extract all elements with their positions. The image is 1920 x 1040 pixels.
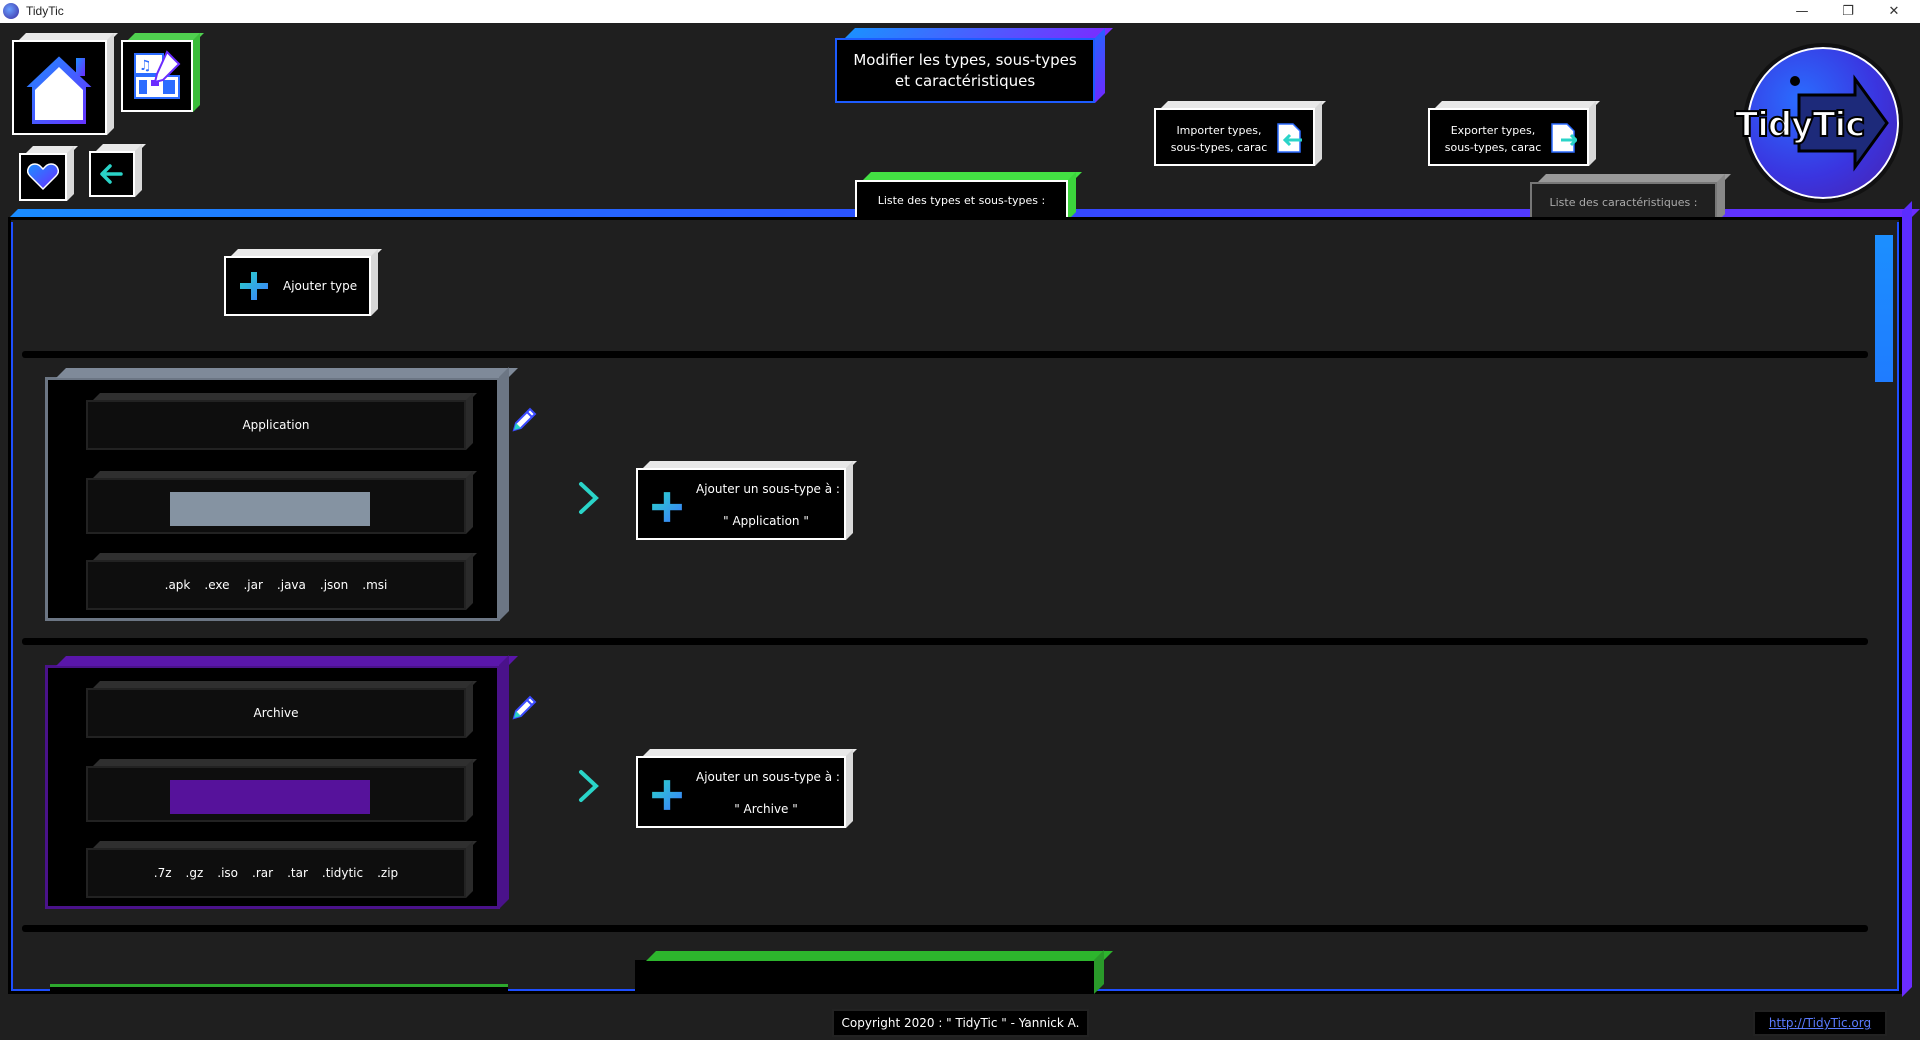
add-subtype-label: Ajouter un sous-type à : <box>696 482 840 496</box>
edit-pencil-icon[interactable] <box>508 692 540 724</box>
close-button[interactable]: ✕ <box>1888 4 1900 19</box>
color-swatch[interactable] <box>170 780 370 814</box>
copyright-text: Copyright 2020 : " TidyTic " - Yannick A… <box>832 1009 1089 1037</box>
extension-item: .json <box>319 578 349 592</box>
edit-pencil-icon[interactable] <box>508 404 540 436</box>
type-name-field[interactable]: Archive <box>86 688 466 738</box>
plus-icon <box>240 272 268 300</box>
add-subtype-button-application[interactable]: Ajouter un sous-type à : " Application " <box>636 468 846 540</box>
extension-item: .iso <box>217 866 239 880</box>
type-extensions-field[interactable]: .apk .exe .jar .java .json .msi <box>86 560 466 610</box>
add-subtype-label: Ajouter un sous-type à : <box>696 770 840 784</box>
type-card-application: Application .apk .exe .jar .java .json .… <box>45 367 518 621</box>
add-type-button[interactable]: Ajouter type <box>224 256 371 316</box>
separator <box>22 351 1868 358</box>
extension-item: .gz <box>185 866 204 880</box>
home-icon <box>21 53 97 126</box>
extension-item: .jar <box>243 578 263 592</box>
import-button[interactable]: Importer types, sous-types, carac <box>1154 108 1315 166</box>
add-type-label: Ajouter type <box>283 279 358 293</box>
panel-right-edge <box>1902 201 1912 997</box>
plus-icon <box>652 492 682 522</box>
arrow-left-icon <box>100 164 123 184</box>
type-color-field[interactable] <box>86 478 466 534</box>
extension-item: .apk <box>164 578 191 592</box>
add-subtype-target: " Archive " <box>734 802 798 816</box>
tab-characteristics-list[interactable]: Liste des caractéristiques : <box>1530 182 1717 222</box>
import-file-icon <box>1277 123 1302 153</box>
extension-item: .zip <box>377 866 399 880</box>
separator <box>22 638 1868 645</box>
plus-icon <box>652 780 682 810</box>
type-color-field[interactable] <box>86 766 466 822</box>
type-card-archive: Archive .7z .gz .iso .rar .tar .tidytic … <box>45 655 518 909</box>
scrollbar-thumb[interactable] <box>1875 235 1893 382</box>
export-label-line1: Exporter types, <box>1450 124 1536 137</box>
type-name-field[interactable]: Application <box>86 400 466 450</box>
extension-item: .7z <box>153 866 172 880</box>
home-button[interactable] <box>12 40 107 135</box>
window-title: TidyTic <box>26 4 64 18</box>
restore-button[interactable]: ❐ <box>1842 4 1854 19</box>
export-label-line2: sous-types, carac <box>1444 141 1542 154</box>
color-swatch[interactable] <box>170 492 370 526</box>
chevron-right-icon <box>579 770 599 802</box>
extension-item: .java <box>276 578 306 592</box>
page-title: Modifier les types, sous-types et caract… <box>835 38 1095 103</box>
card-edge-top <box>56 368 518 378</box>
media-edit-icon: ♫ <box>134 50 181 99</box>
media-edit-button[interactable]: ♫ <box>121 40 193 112</box>
minimize-button[interactable]: — <box>1795 4 1809 19</box>
tab-types-list[interactable]: Liste des types et sous-types : <box>855 180 1068 220</box>
page-title-line2: et caractéristiques <box>894 71 1036 90</box>
heart-icon <box>27 163 59 191</box>
add-subtype-target: " Application " <box>723 514 809 528</box>
add-subtype-button-archive[interactable]: Ajouter un sous-type à : " Archive " <box>636 756 846 828</box>
card-edge-top <box>646 951 1113 961</box>
extension-item: .rar <box>252 866 274 880</box>
import-label-line2: sous-types, carac <box>1170 141 1268 154</box>
import-label-line1: Importer types, <box>1176 124 1262 137</box>
export-file-icon <box>1551 123 1577 153</box>
separator <box>22 925 1868 932</box>
app-logo-icon <box>3 3 19 19</box>
logo-text: TidyTic <box>1734 104 1866 146</box>
extension-item: .tidytic <box>321 866 364 880</box>
tidytic-logo: TidyTic <box>1734 43 1903 203</box>
chevron-right-icon <box>579 482 599 514</box>
website-link[interactable]: http://TidyTic.org <box>1753 1010 1887 1036</box>
extension-item: .tar <box>287 866 308 880</box>
favorites-button[interactable] <box>19 153 67 201</box>
card-edge-top <box>56 656 518 666</box>
export-button[interactable]: Exporter types, sous-types, carac <box>1428 108 1589 166</box>
subtype-card-partial <box>635 950 1113 994</box>
extension-item: .msi <box>362 578 388 592</box>
extension-item: .exe <box>204 578 230 592</box>
type-extensions-field[interactable]: .7z .gz .iso .rar .tar .tidytic .zip <box>86 848 466 898</box>
export-label: Exporter types, sous-types, carac <box>1438 122 1548 156</box>
type-card-partial <box>50 984 508 994</box>
svg-text:♫: ♫ <box>139 58 152 74</box>
page-title-line1: Modifier les types, sous-types <box>853 50 1077 69</box>
logo-arrow-icon <box>1790 74 1889 172</box>
import-label: Importer types, sous-types, carac <box>1164 122 1274 156</box>
back-button[interactable] <box>89 151 135 197</box>
window-titlebar: TidyTic — ❐ ✕ <box>0 0 1920 23</box>
